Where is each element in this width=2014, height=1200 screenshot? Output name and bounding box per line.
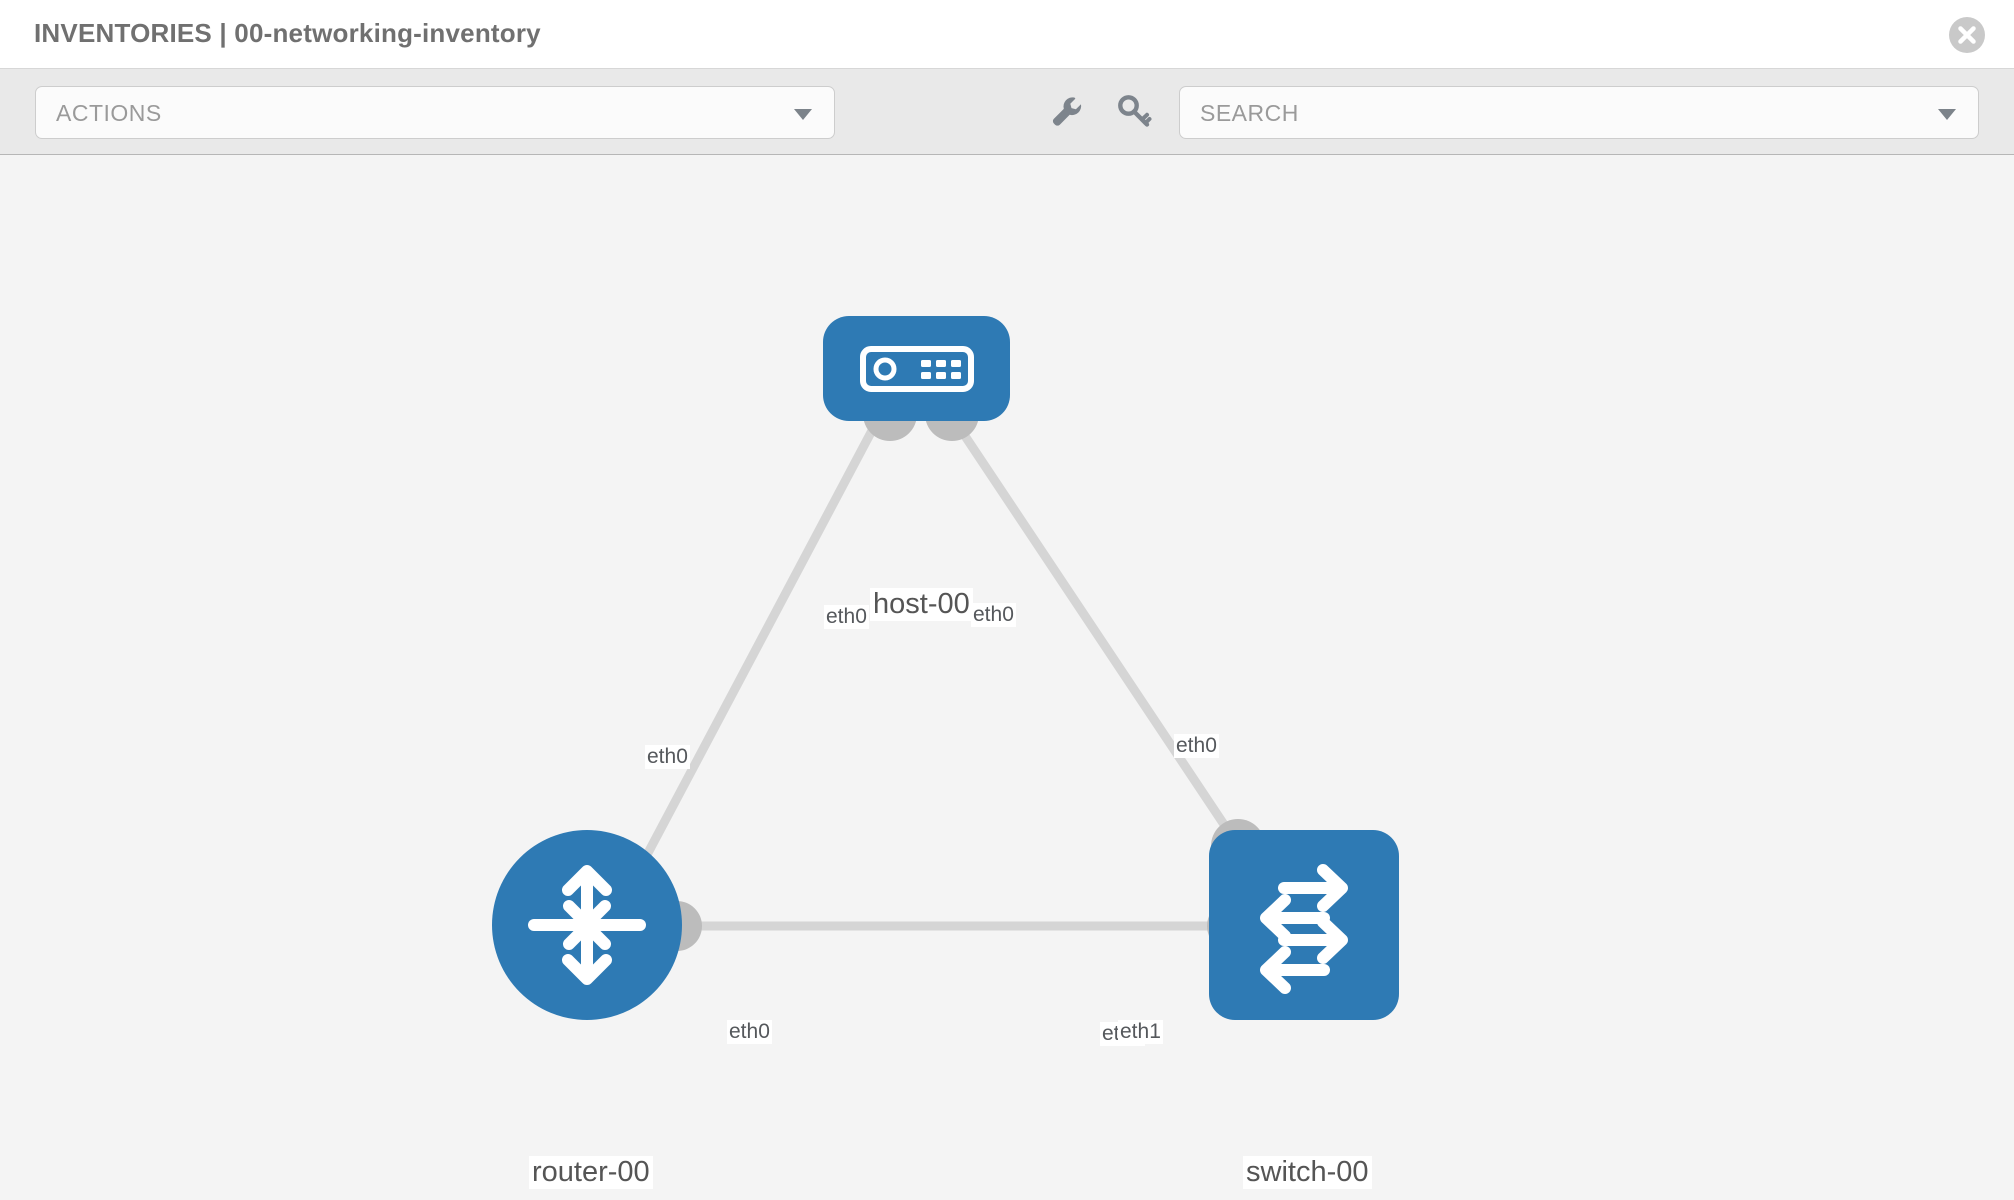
iface-label-router-right: eth0 <box>727 1020 772 1044</box>
key-icon[interactable] <box>1114 91 1154 131</box>
link-router-host[interactable] <box>636 403 889 871</box>
page-header: INVENTORIES | 00-networking-inventory <box>0 0 2014 69</box>
toolbar: ACTIONS SEARCH <box>0 69 2014 155</box>
close-icon[interactable] <box>1948 16 1986 54</box>
page-title: INVENTORIES | 00-networking-inventory <box>34 18 541 48</box>
iface-label-router-uplink: eth0 <box>645 745 690 769</box>
iface-label-host-right: eth0 <box>971 603 1016 627</box>
chevron-down-icon <box>794 109 812 120</box>
search-placeholder: SEARCH <box>1200 100 1299 126</box>
actions-dropdown-label: ACTIONS <box>56 100 162 126</box>
node-router-00[interactable] <box>492 830 682 1020</box>
topology-canvas[interactable]: host-00 router-00 switch-00 eth0 eth0 et… <box>0 156 2014 1200</box>
switch-arrows-icon <box>1260 864 1348 994</box>
server-icon <box>860 346 974 392</box>
topology-links <box>636 387 1265 951</box>
node-label-switch: switch-00 <box>1243 1156 1372 1189</box>
wrench-icon[interactable] <box>1047 91 1087 131</box>
node-host-00[interactable] <box>823 316 1010 421</box>
search-input[interactable]: SEARCH <box>1179 86 1979 139</box>
iface-label-switch-left-eth1: eth1 <box>1118 1020 1163 1044</box>
search-chevron-down-icon[interactable] <box>1938 109 1956 120</box>
node-label-router: router-00 <box>529 1156 653 1189</box>
node-label-host: host-00 <box>870 588 973 621</box>
actions-dropdown[interactable]: ACTIONS <box>35 86 835 139</box>
iface-label-switch-uplink: eth0 <box>1174 734 1219 758</box>
iface-label-host-left: eth0 <box>824 605 869 629</box>
node-switch-00[interactable] <box>1209 830 1399 1020</box>
router-arrows-icon <box>528 865 646 985</box>
link-host-switch[interactable] <box>941 403 1249 859</box>
